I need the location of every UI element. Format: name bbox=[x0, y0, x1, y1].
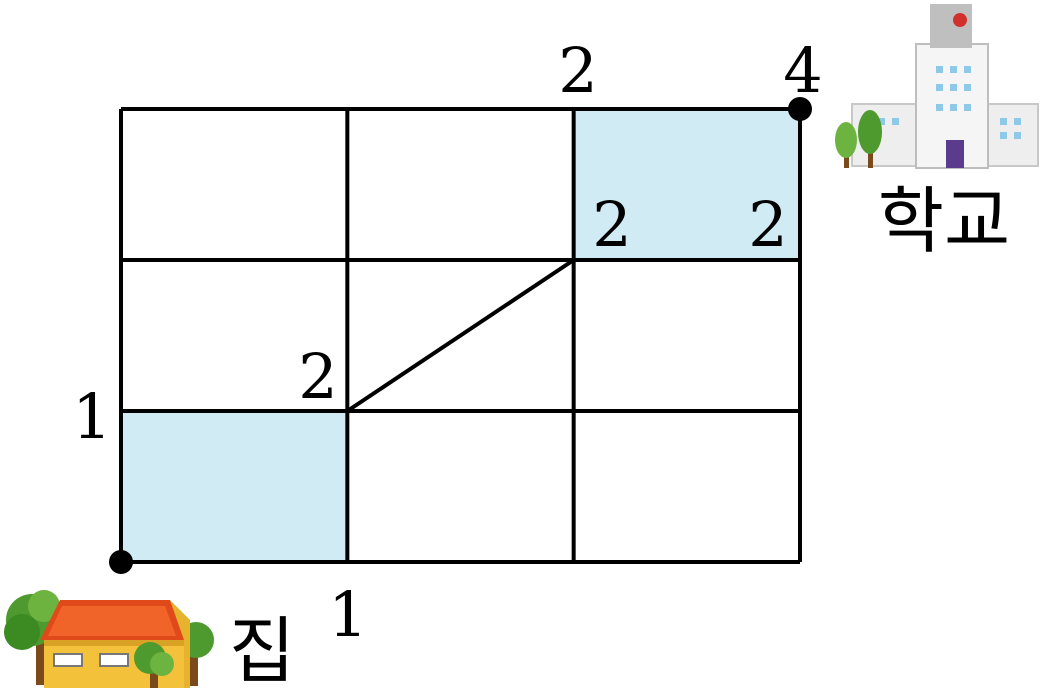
label-two-inner-right: 2 bbox=[748, 188, 787, 261]
label-two-mid: 2 bbox=[298, 340, 337, 413]
school-building-icon bbox=[835, 4, 1039, 169]
shaded-cells bbox=[121, 109, 800, 562]
house-icon bbox=[4, 590, 214, 688]
diagonal-shortcut-line bbox=[346, 258, 575, 413]
label-one-left: 1 bbox=[72, 380, 111, 453]
shaded-cell bbox=[121, 411, 348, 562]
grid-lines bbox=[119, 107, 802, 564]
school-point bbox=[787, 97, 812, 121]
school-label: 학교 bbox=[878, 179, 1010, 263]
label-one-bottom: 1 bbox=[328, 578, 367, 651]
home-point bbox=[109, 550, 133, 574]
home-label: 집 bbox=[229, 609, 295, 693]
shaded-cell bbox=[573, 109, 800, 260]
label-two-top: 2 bbox=[558, 34, 597, 107]
label-four-corner: 4 bbox=[783, 34, 822, 107]
label-two-inner-left: 2 bbox=[592, 188, 631, 261]
